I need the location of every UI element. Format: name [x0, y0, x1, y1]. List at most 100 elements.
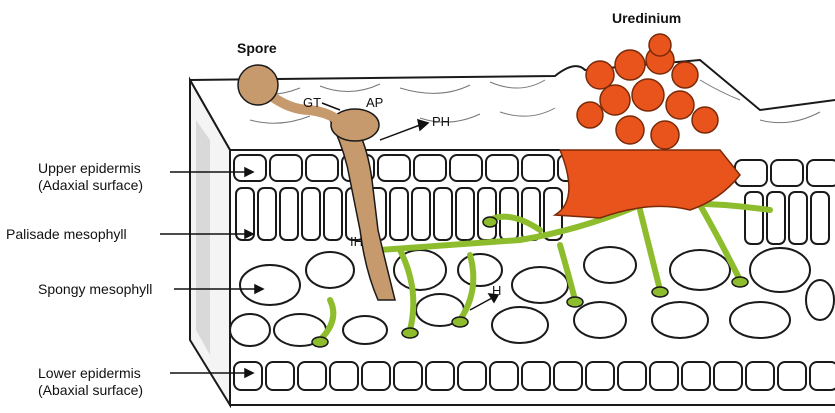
urediniospore: [577, 102, 603, 128]
uredinium-base: [555, 150, 740, 218]
tag-appressorium: AP: [366, 95, 383, 110]
lower-epidermis-cell: [298, 362, 326, 390]
lower-epidermis-cell: [394, 362, 422, 390]
upper-epidermis-cell: [306, 155, 338, 181]
label-lower-epidermis-line1: Lower epidermis: [38, 365, 143, 382]
lower-epidermis-cell: [522, 362, 550, 390]
haustorium: [732, 277, 748, 287]
tag-infection-hypha: IH: [350, 234, 363, 249]
uredinium-title: Uredinium: [612, 10, 681, 27]
lower-epidermis-cell: [266, 362, 294, 390]
lower-epidermis-cell: [330, 362, 358, 390]
label-lower-epidermis-line2: (Abaxial surface): [38, 382, 143, 399]
palisade-cell: [745, 192, 763, 244]
urediniospore: [649, 34, 671, 56]
lower-epidermis-cell: [682, 362, 710, 390]
palisade-cell: [434, 188, 452, 240]
spongy-cell: [343, 316, 387, 344]
appressorium: [331, 109, 379, 141]
urediniospore: [692, 107, 718, 133]
haustorium: [452, 317, 468, 327]
spongy-cell: [670, 250, 730, 290]
urediniospore: [600, 85, 630, 115]
label-palisade-mesophyll: Palisade mesophyll: [6, 226, 127, 243]
uredinium-cluster: [555, 34, 740, 218]
urediniospore: [616, 116, 644, 144]
spongy-cell: [806, 280, 834, 320]
upper-epidermis-cell: [771, 160, 803, 186]
spongy-cell: [240, 265, 300, 305]
pointer-h: [470, 298, 492, 310]
left-face-stipple: [196, 120, 210, 355]
palisade-cell: [280, 188, 298, 240]
lower-epidermis-cell: [714, 362, 742, 390]
lower-epidermis-cell: [746, 362, 774, 390]
upper-epidermis-cell: [522, 155, 554, 181]
lower-epidermis-cell: [650, 362, 678, 390]
lower-epidermis-cell: [618, 362, 646, 390]
arrowhead: [418, 120, 428, 130]
spongy-cell: [512, 267, 568, 303]
lower-epidermis-cell: [778, 362, 806, 390]
urediniospore: [651, 121, 679, 149]
label-upper-epidermis-line2: (Adaxial surface): [38, 177, 143, 194]
upper-epidermis-cell: [414, 155, 446, 181]
urediniospore: [632, 79, 664, 111]
palisade-cell: [811, 192, 829, 244]
palisade-cell: [302, 188, 320, 240]
upper-epidermis-cell: [378, 155, 410, 181]
palisade-cell: [456, 188, 474, 240]
label-lower-epidermis: Lower epidermis (Abaxial surface): [38, 365, 143, 399]
spore-title: Spore: [237, 40, 277, 57]
spongy-cell: [574, 302, 626, 338]
spongy-cell: [458, 254, 502, 286]
lower-epidermis-cell: [586, 362, 614, 390]
palisade-cell: [522, 188, 540, 240]
lower-epidermis-cell: [810, 362, 835, 390]
palisade-cell: [789, 192, 807, 244]
upper-epidermis-cell: [486, 155, 518, 181]
palisade-cell: [478, 188, 496, 240]
palisade-cell: [767, 192, 785, 244]
label-spongy-mesophyll: Spongy mesophyll: [38, 281, 152, 298]
palisade-cell: [258, 188, 276, 240]
lower-epidermis-cell: [458, 362, 486, 390]
upper-epidermis-cell: [735, 160, 767, 186]
tag-penetration-hypha: PH: [432, 114, 450, 129]
lower-epidermis-cells: [234, 362, 835, 390]
lower-epidermis-cell: [362, 362, 390, 390]
haustorium: [652, 287, 668, 297]
urediniospore: [672, 62, 698, 88]
label-upper-epidermis: Upper epidermis (Adaxial surface): [38, 160, 143, 194]
urediniospore: [615, 50, 645, 80]
palisade-cell: [324, 188, 342, 240]
upper-epidermis-cell: [450, 155, 482, 181]
haustorium: [567, 297, 583, 307]
label-upper-epidermis-line1: Upper epidermis: [38, 160, 143, 177]
upper-epidermis-cell: [270, 155, 302, 181]
urediniospore: [586, 61, 614, 89]
spongy-cell: [230, 314, 270, 346]
urediniospore: [666, 91, 694, 119]
spongy-mesophyll-cells: [230, 247, 834, 346]
palisade-cell: [390, 188, 408, 240]
spongy-cell: [584, 247, 636, 283]
spongy-cell: [652, 302, 708, 338]
tag-haustorium: H: [492, 283, 501, 298]
spongy-cell: [730, 302, 790, 338]
tag-germ-tube: GT: [303, 95, 321, 110]
lower-epidermis-cell: [490, 362, 518, 390]
pointer-ph: [380, 125, 420, 140]
lower-epidermis-cell: [554, 362, 582, 390]
spongy-cell: [750, 248, 810, 292]
upper-epidermis-cell: [234, 155, 266, 181]
spore-body: [238, 65, 278, 105]
haustorium: [483, 217, 497, 227]
haustorium: [402, 328, 418, 338]
spongy-cell: [306, 252, 354, 288]
spongy-cell: [492, 307, 548, 343]
upper-epidermis-cells: [234, 155, 835, 186]
palisade-cell: [412, 188, 430, 240]
